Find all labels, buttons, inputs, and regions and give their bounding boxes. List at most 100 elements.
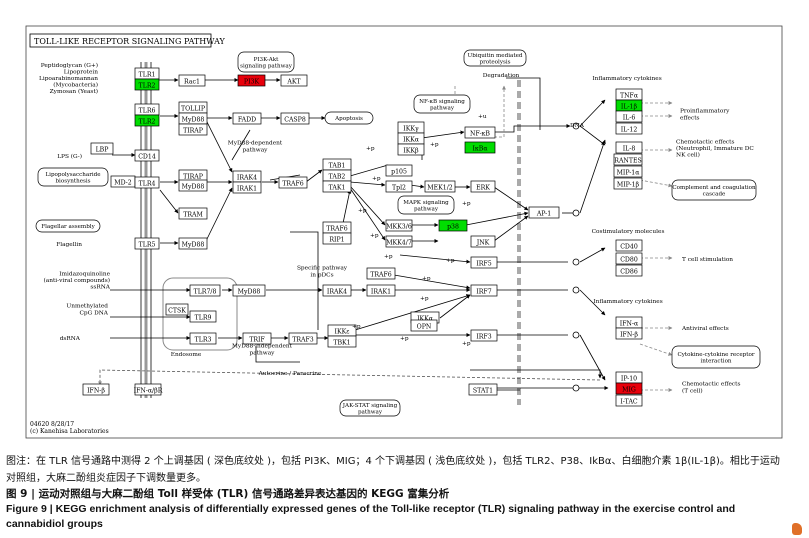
gene-node-tirapa[interactable]: TIRAP	[178, 123, 208, 136]
gene-node-mkk36[interactable]: MKK3/6	[385, 219, 413, 232]
gene-node-ifna[interactable]: IFN-α	[615, 316, 643, 329]
gene-node-nfkb[interactable]: NF-κB	[464, 126, 496, 139]
gene-node-tlr9[interactable]: TLR9	[189, 310, 217, 323]
gene-node-tlr78[interactable]: TLR7/8	[189, 284, 221, 297]
gene-node-ap1[interactable]: AP-1	[528, 206, 560, 219]
gene-node-irak4a[interactable]: IRAK4	[232, 170, 262, 183]
gene-node-tram[interactable]: TRAM	[178, 207, 208, 220]
gene-node-il12[interactable]: IL-12	[615, 122, 643, 135]
gene-node-myd88b[interactable]: MyD88	[178, 179, 208, 192]
gene-node-ifnb2[interactable]: IFN-β	[615, 327, 643, 340]
gene-node-tirapb[interactable]: TIRAP	[178, 169, 208, 182]
gene-node-mek12[interactable]: MEK1/2	[424, 180, 456, 193]
gene-node-rantes[interactable]: RANTES	[613, 153, 643, 166]
gene-node-tlr3[interactable]: TLR3	[189, 332, 217, 345]
gene-node-cd86[interactable]: CD86	[615, 264, 643, 277]
gene-node-pi3k[interactable]: PI3K	[237, 74, 266, 87]
svg-text:TIRAP: TIRAP	[183, 174, 203, 181]
svg-text:CD14: CD14	[138, 154, 156, 161]
gene-node-il6[interactable]: IL-6	[615, 110, 643, 123]
gene-node-irak4b[interactable]: IRAK4	[322, 284, 352, 297]
gene-node-tab2[interactable]: TAB2	[322, 169, 352, 182]
gene-node-rip1[interactable]: RIP1	[322, 232, 352, 245]
svg-text:JAK-STAT signaling: JAK-STAT signaling	[342, 403, 398, 409]
gene-node-myd88a[interactable]: MyD88	[178, 112, 208, 125]
gene-node-cd14[interactable]: CD14	[134, 149, 160, 162]
gene-node-fadd[interactable]: FADD	[232, 112, 262, 125]
gene-node-trif[interactable]: TRIF	[242, 332, 272, 345]
gene-node-lbp[interactable]: LBP	[90, 142, 114, 155]
gene-node-cd80[interactable]: CD80	[615, 252, 643, 265]
gene-node-stat1[interactable]: STAT1	[468, 383, 498, 396]
gene-node-irf5[interactable]: IRF5	[470, 256, 498, 269]
gene-node-tlr2[interactable]: TLR2	[134, 78, 160, 91]
label-autocrine: Autocrine / Paracrine	[258, 371, 322, 377]
gene-node-md2[interactable]: MD-2	[110, 175, 136, 188]
gene-node-ifnabr[interactable]: IFN-α/βR	[134, 383, 163, 396]
gene-node-tbk1[interactable]: TBK1	[327, 335, 357, 348]
gene-node-tlr1[interactable]: TLR1	[134, 67, 160, 80]
gene-node-tlr2b[interactable]: TLR2	[134, 114, 160, 127]
gene-node-mip1a[interactable]: MIP-1α	[613, 165, 643, 178]
gene-node-irf3[interactable]: IRF3	[470, 329, 498, 342]
gene-node-casp8[interactable]: CASP8	[280, 112, 310, 125]
journal-corner-logo	[792, 523, 802, 535]
gene-node-il1b[interactable]: IL-1β	[615, 99, 643, 112]
svg-text:Apoptosis: Apoptosis	[334, 116, 363, 122]
gene-node-mkk47[interactable]: MKK4/7	[385, 235, 413, 248]
gene-node-irf7[interactable]: IRF7	[470, 284, 498, 297]
dashed-edges	[98, 85, 673, 392]
gene-node-tab1[interactable]: TAB1	[322, 158, 352, 171]
gene-node-il8[interactable]: IL-8	[615, 141, 643, 154]
gene-node-opn[interactable]: OPN	[410, 319, 438, 332]
gene-node-ikba[interactable]: IκBα	[464, 141, 496, 154]
gene-node-irak1b[interactable]: IRAK1	[366, 284, 396, 297]
gene-node-itac[interactable]: I-TAC	[615, 394, 643, 407]
gene-node-p105[interactable]: p105	[385, 164, 413, 177]
gene-node-tollip[interactable]: TOLLIP	[178, 101, 208, 114]
gene-node-traf6a[interactable]: TRAF6	[278, 176, 308, 189]
gene-node-tlr6[interactable]: TLR6	[134, 103, 160, 116]
gene-node-tnfa[interactable]: TNFα	[615, 88, 643, 101]
gene-node-traf6c[interactable]: TRAF6	[366, 267, 396, 280]
gene-node-traf6b[interactable]: TRAF6	[322, 221, 352, 234]
gene-node-rac1[interactable]: Rac1	[178, 74, 206, 87]
gene-node-ikkg[interactable]: IKKγ	[397, 121, 425, 134]
svg-text:AP-1: AP-1	[536, 211, 551, 218]
gene-node-cd40[interactable]: CD40	[615, 239, 643, 252]
gene-node-irak1a[interactable]: IRAK1	[232, 181, 262, 194]
pathway-link-flagellar[interactable]: Flagellar assembly	[35, 219, 101, 233]
gene-node-p38[interactable]: p38	[438, 219, 468, 232]
gene-node-tpl2[interactable]: Tpl2	[385, 180, 413, 193]
gene-node-tak1[interactable]: TAK1	[322, 180, 352, 193]
gene-node-tlr4[interactable]: TLR4	[134, 176, 160, 189]
pathway-link-apoptosis[interactable]: Apoptosis	[324, 111, 374, 125]
gene-node-jnk[interactable]: JNK	[470, 235, 496, 248]
gene-node-ikka[interactable]: IKKα	[397, 132, 425, 145]
gene-node-ip10[interactable]: IP-10	[615, 371, 643, 384]
gene-node-traf3[interactable]: TRAF3	[288, 332, 318, 345]
gene-node-akt[interactable]: AKT	[280, 74, 308, 87]
label-flagellin: Flagellin	[56, 242, 82, 248]
gene-node-ifnb[interactable]: IFN-β	[82, 383, 110, 396]
svg-text:IRF5: IRF5	[476, 261, 491, 268]
gene-node-tlr5[interactable]: TLR5	[134, 237, 160, 250]
gene-node-myd88d[interactable]: MyD88	[232, 284, 266, 297]
gene-node-mig[interactable]: MIG	[615, 382, 643, 395]
gene-node-ctsk[interactable]: CTSK	[165, 303, 189, 316]
label-tcell-stim: T cell stimulation	[682, 257, 733, 263]
ubiquitination-mark: +u	[478, 114, 487, 120]
gene-node-mip1b[interactable]: MIP-1β	[613, 177, 643, 190]
gene-node-myd88c[interactable]: MyD88	[178, 237, 208, 250]
gene-node-erk[interactable]: ERK	[470, 180, 496, 193]
gene-node-ikkb[interactable]: IKKβ	[397, 143, 425, 156]
